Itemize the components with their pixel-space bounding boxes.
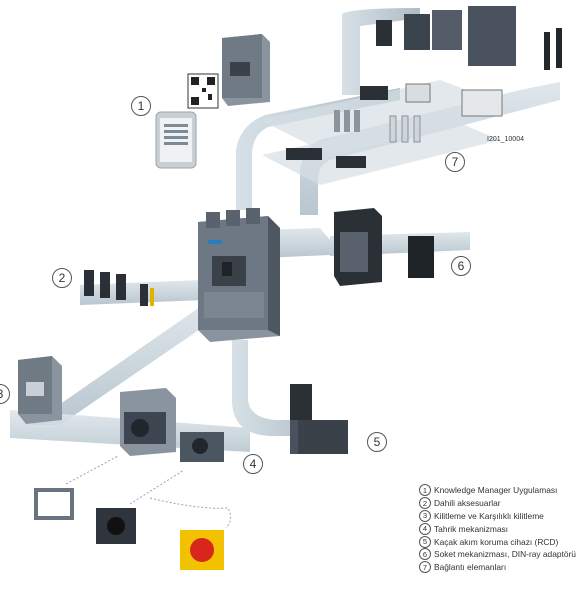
legend-number: 2: [419, 497, 431, 510]
legend-text: Bağlantı elemanları: [434, 562, 507, 573]
rcd-device: [290, 384, 348, 454]
legend-number: 3: [419, 509, 431, 522]
callout-6: 6: [451, 256, 471, 276]
callout-4: 4: [243, 454, 263, 474]
connection-elements: [286, 6, 562, 168]
legend-text: Soket mekanizması, DIN-ray adaptörü: [434, 549, 576, 560]
legend-number: 6: [419, 548, 431, 561]
legend-text: Knowledge Manager Uygulaması: [434, 485, 558, 496]
connection-rails: [10, 8, 560, 452]
legend-text: Kilitleme ve Karşılıklı kilitleme: [434, 510, 544, 521]
legend-number: 5: [419, 535, 431, 548]
legend-text: Dahili aksesuarlar: [434, 498, 501, 509]
callout-5: 5: [367, 432, 387, 452]
legend-number: 1: [419, 484, 431, 497]
legend-text: Tahrik mekanizması: [434, 523, 508, 534]
callout-7: 7: [445, 152, 465, 172]
internal-accessories: [84, 270, 154, 306]
locking-device: [18, 356, 62, 424]
main-circuit-breaker: [198, 208, 280, 342]
part-code: I201_10004: [487, 136, 524, 143]
legend-number: 7: [419, 561, 431, 574]
callout-2: 2: [52, 268, 72, 288]
legend-number: 4: [419, 522, 431, 535]
drive-mechanisms: [34, 388, 232, 570]
plug-in-socket: [334, 208, 434, 286]
knowledge-manager-group: [155, 34, 270, 169]
callout-1: 1: [131, 96, 151, 116]
legend-text: Kaçak akım koruma cihazı (RCD): [434, 536, 559, 547]
